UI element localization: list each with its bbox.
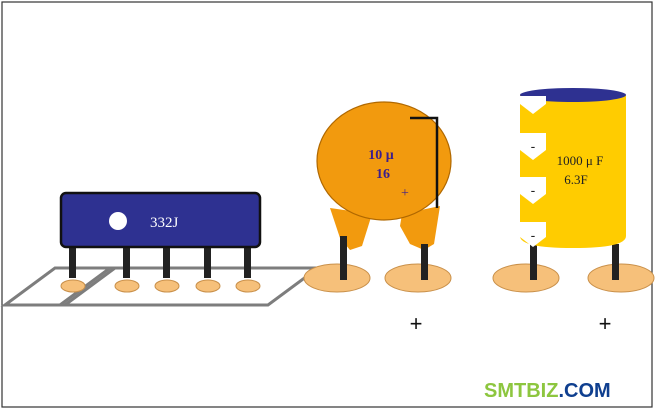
- pin1-dot: [109, 212, 127, 230]
- electrolytic-pad-right: [587, 263, 655, 293]
- minus-stripe: [520, 222, 546, 247]
- tantalum-pad-left: [303, 263, 371, 293]
- resistor-pin: [204, 246, 211, 278]
- minus-mark: -: [531, 182, 536, 198]
- resistor-pin: [123, 246, 130, 278]
- electrolytic-pin-right: [612, 244, 619, 280]
- tantalum-pin-left: [340, 236, 347, 280]
- resistor-pin: [163, 246, 170, 278]
- minus-mark: -: [531, 227, 536, 243]
- pcb-outline-left: [0, 266, 120, 307]
- resistor-pad: [154, 279, 180, 293]
- resistor-network: 332J: [0, 191, 323, 307]
- resistor-code-label: 332J: [150, 215, 179, 231]
- tantalum-body: [316, 101, 452, 221]
- watermark-primary: SMTBIZ: [484, 380, 558, 402]
- tantalum-polarity-label: +: [401, 186, 409, 201]
- plus-sign-tantalum: +: [410, 311, 423, 336]
- minus-stripe-top: [520, 96, 546, 114]
- electrolytic-pin-left: [530, 244, 537, 280]
- tantalum-pad-right: [384, 263, 452, 293]
- plus-sign-electrolytic: +: [599, 311, 612, 336]
- electrolytic-value-label: 1000 μ F: [557, 153, 604, 168]
- watermark-text: SMTBIZ.COM: [484, 380, 611, 402]
- electrolytic-top: [520, 88, 626, 102]
- resistor-pin: [244, 246, 251, 278]
- resistor-body: [59, 191, 262, 249]
- resistor-pad: [114, 279, 140, 293]
- electrolytic-pad-left: [492, 263, 560, 293]
- minus-stripe: [520, 177, 546, 204]
- tantalum-lead-left: [330, 208, 372, 250]
- electrolytic-capacitor: - - - 1000 μ F 6.3F: [492, 88, 655, 293]
- minus-mark: -: [531, 138, 536, 154]
- tantalum-capacitor: 10 μ 16 +: [303, 101, 452, 293]
- tantalum-voltage-label: 16: [376, 167, 390, 182]
- resistor-pad: [60, 279, 86, 293]
- watermark-logo: SMTBIZ.COM: [484, 380, 611, 402]
- resistor-pad: [235, 279, 261, 293]
- minus-stripe: [520, 133, 546, 160]
- resistor-pin: [69, 246, 76, 278]
- resistor-pad: [195, 279, 221, 293]
- electrolytic-voltage-label: 6.3F: [564, 172, 587, 187]
- tantalum-lead-right: [400, 206, 440, 250]
- watermark-suffix: .COM: [558, 380, 610, 402]
- tantalum-value-label: 10 μ: [368, 148, 394, 163]
- tantalum-pin-right: [421, 244, 428, 280]
- polarity-bracket: [410, 116, 439, 208]
- pcb-outline-right: [55, 266, 323, 307]
- electrolytic-body: [520, 95, 626, 248]
